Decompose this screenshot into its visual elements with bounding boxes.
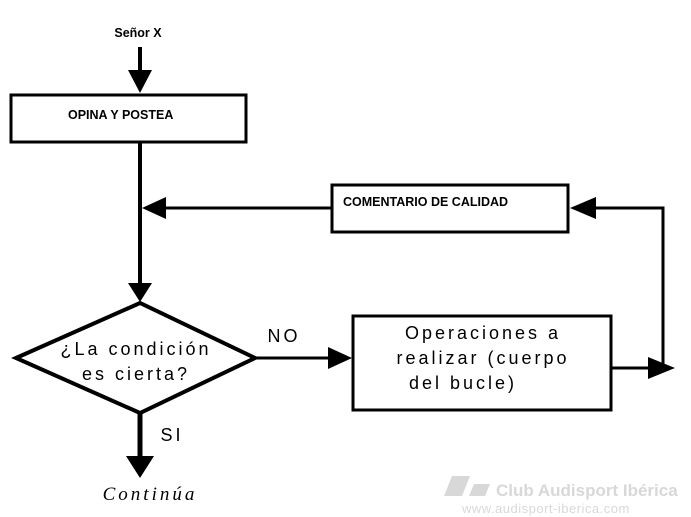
arrowhead-left-icon [570, 197, 596, 219]
watermark-brand: Club Audisport Ibérica [496, 481, 678, 500]
watermark-logo-icon [469, 484, 490, 496]
loop-body-line2: realizar (cuerpo [396, 348, 569, 368]
box-comentario-label: COMENTARIO DE CALIDAD [343, 195, 508, 209]
watermark: Club Audisport Ibérica www.audisport-ibe… [444, 476, 678, 516]
branch-no-label: NO [268, 326, 301, 346]
connector-loop-return [595, 206, 665, 370]
end-label: Continúa [103, 484, 198, 505]
loop-body-line3: del bucle) [409, 373, 517, 393]
arrowhead-down-icon [128, 70, 152, 93]
loop-body-line1: Operaciones a [405, 323, 561, 343]
box-opina [9, 93, 248, 144]
watermark-logo-icon [444, 476, 470, 496]
arrowhead-down-icon [128, 283, 152, 302]
box-loop-body [351, 314, 613, 412]
box-comentario [330, 183, 570, 234]
arrowhead-down-icon [126, 456, 154, 478]
arrowhead-right-icon [648, 357, 675, 379]
box-opina-label: OPINA Y POSTEA [68, 108, 173, 122]
decision-line2: es cierta? [82, 364, 190, 384]
watermark-url: www.audisport-iberica.com [461, 501, 630, 516]
branch-si-label: SI [160, 425, 183, 445]
arrowhead-right-icon [328, 347, 352, 369]
decision-line1: ¿La condición [60, 339, 211, 359]
start-label: Señor X [114, 26, 162, 40]
arrowhead-left-icon [142, 197, 166, 219]
